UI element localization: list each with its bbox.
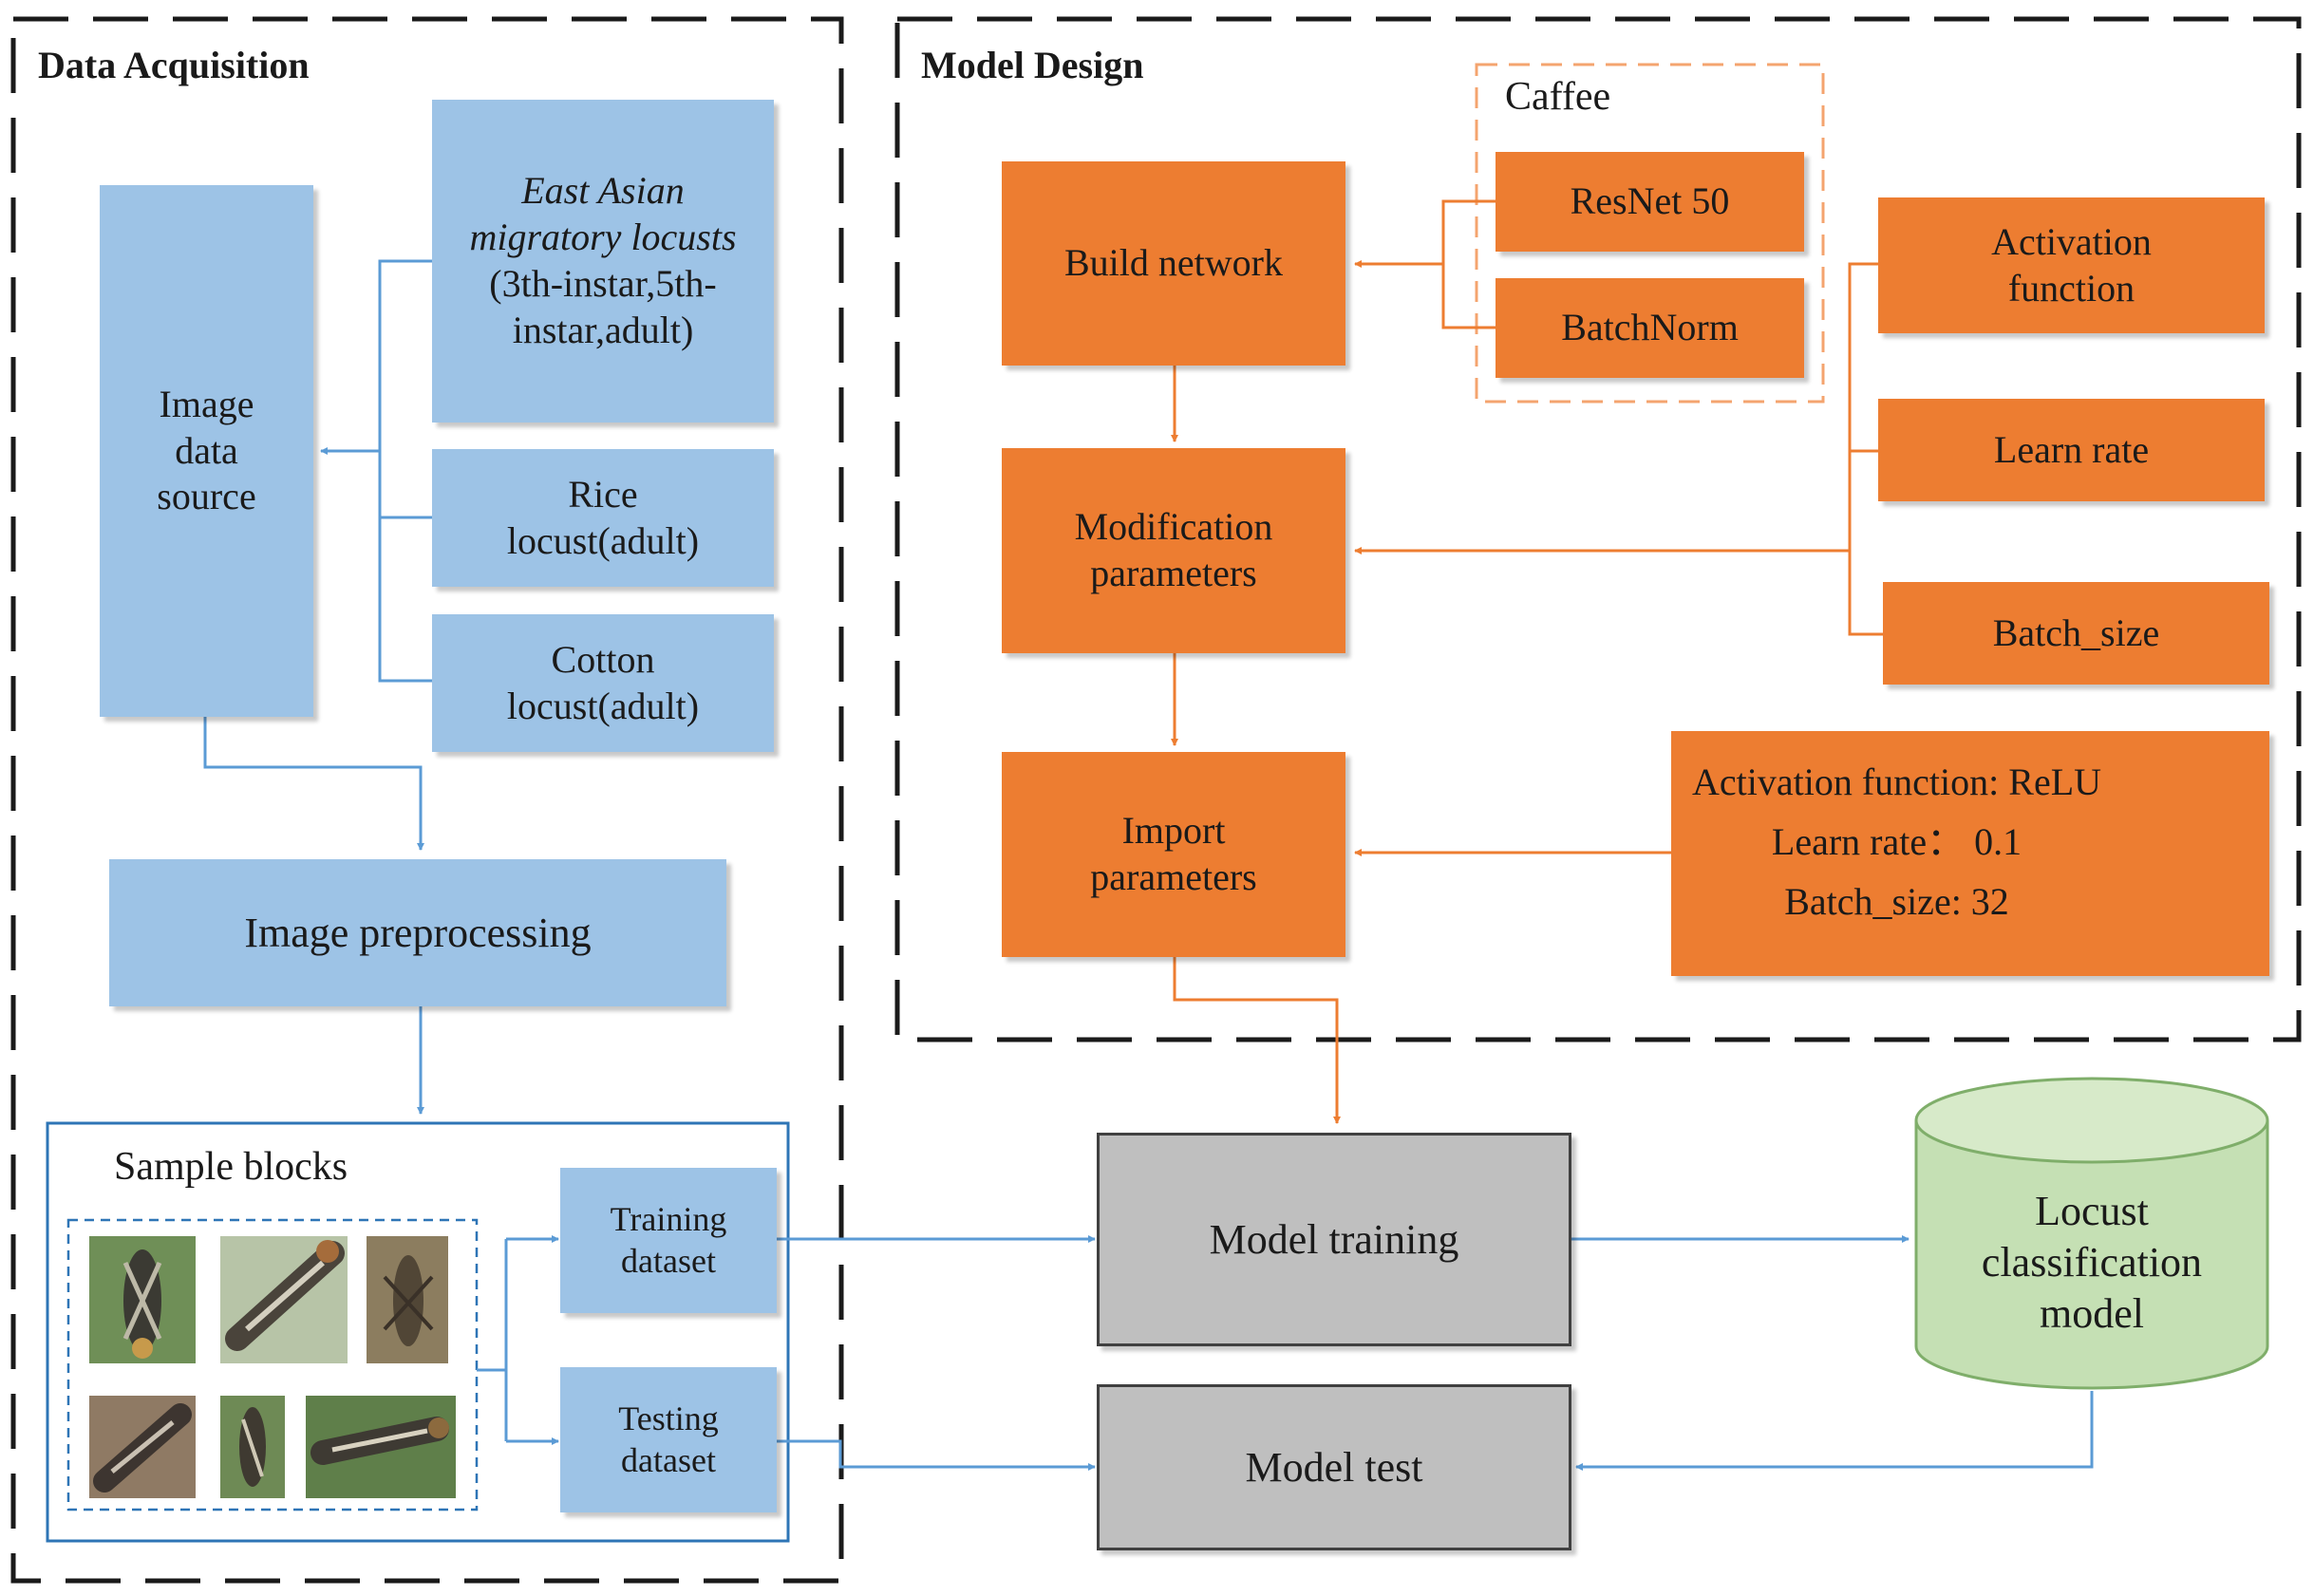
image-data-source-box: Image data source (100, 185, 313, 717)
cotton-locust-box: Cotton locust(adult) (432, 614, 774, 752)
parameter-values-list: Activation function: ReLU Learn rate： 0.… (1692, 752, 2101, 931)
locust-photo-icon (220, 1396, 285, 1498)
locust-photo-icon (220, 1236, 348, 1363)
sample-images-frame (66, 1218, 479, 1512)
learn-rate-label: Learn rate (1993, 427, 2150, 471)
caffee-connector (1354, 199, 1496, 329)
image-preprocessing-label: Image preprocessing (244, 909, 592, 956)
batchnorm-box: BatchNorm (1496, 278, 1804, 378)
resnet-box: ResNet 50 (1496, 152, 1804, 252)
east-asian-locust-text: East Asian migratory locusts (3th-instar… (461, 168, 745, 353)
model-training-label: Model training (1209, 1215, 1459, 1263)
param-activation: Activation function: ReLU (1692, 760, 2102, 803)
build-network-label: Build network (1064, 241, 1283, 285)
locust-photo-icon (89, 1236, 196, 1363)
parameter-values-box: Activation function: ReLU Learn rate： 0.… (1671, 731, 2269, 976)
data-acquisition-title: Data Acquisition (38, 44, 310, 86)
sample-blocks-label: Sample blocks (114, 1145, 348, 1189)
resnet-label: ResNet 50 (1570, 179, 1730, 223)
activation-function-label: Activation function (1991, 219, 2152, 310)
classification-model-label: Locust classification model (1981, 1188, 2203, 1337)
activation-function-box: Activation function (1878, 197, 2265, 333)
param-learn-rate: Learn rate： 0.1 (1771, 820, 2022, 863)
testing-dataset-box: Testing dataset (560, 1367, 777, 1512)
sample-blocks-frame (46, 1121, 790, 1543)
import-to-training-arrow (1173, 957, 1341, 1124)
param-batch-size: Batch_size: 32 (1784, 880, 2009, 923)
east-asian-locust-stages: (3th-instar,5th-instar,adult) (489, 262, 717, 351)
image-data-source-label: Image data source (157, 382, 256, 518)
species-connector (320, 259, 432, 683)
locust-photo-icon (89, 1396, 196, 1498)
east-asian-locust-name: East Asian migratory locusts (469, 169, 737, 259)
import-parameters-label: Import parameters (1090, 809, 1257, 898)
training-dataset-label: Training dataset (610, 1199, 727, 1280)
rice-locust-box: Rice locust(adult) (432, 449, 774, 587)
testing-dataset-label: Testing dataset (618, 1399, 719, 1479)
locust-photo-icon (367, 1236, 448, 1363)
modification-parameters-label: Modification parameters (1074, 505, 1273, 594)
database-cylinder-icon (1914, 1077, 2269, 1390)
caffee-label: Caffee (1505, 75, 1611, 119)
hyperparameter-connector (1354, 262, 1883, 636)
batch-size-label: Batch_size (1992, 610, 2160, 654)
import-parameters-box: Import parameters (1002, 752, 1345, 957)
model-test-label: Model test (1245, 1443, 1423, 1491)
batch-size-box: Batch_size (1883, 582, 2269, 685)
rice-locust-label: Rice locust(adult) (506, 472, 700, 562)
data-acquisition-frame (10, 16, 844, 1584)
build-network-box: Build network (1002, 161, 1345, 366)
east-asian-locust-box: East Asian migratory locusts (3th-instar… (432, 100, 774, 422)
source-to-preprocessing-arrow (203, 717, 424, 851)
locust-photo-icon (306, 1396, 456, 1498)
samples-split-connector (477, 1235, 559, 1445)
classifier-to-test-arrow (1575, 1391, 2094, 1471)
image-preprocessing-box: Image preprocessing (109, 859, 726, 1006)
training-dataset-box: Training dataset (560, 1168, 777, 1313)
cotton-locust-label: Cotton locust(adult) (506, 637, 700, 727)
batchnorm-label: BatchNorm (1561, 306, 1739, 349)
caffee-frame (1475, 63, 1825, 404)
modification-parameters-box: Modification parameters (1002, 448, 1345, 653)
classification-model-label-area: Locust classification model (1916, 1154, 2267, 1372)
model-design-title: Model Design (921, 44, 1144, 86)
learn-rate-box: Learn rate (1878, 399, 2265, 501)
model-design-frame (894, 16, 2302, 1042)
testing-to-model-test-arrow (777, 1439, 1096, 1471)
model-test-box: Model test (1097, 1384, 1571, 1550)
model-training-box: Model training (1097, 1133, 1571, 1346)
